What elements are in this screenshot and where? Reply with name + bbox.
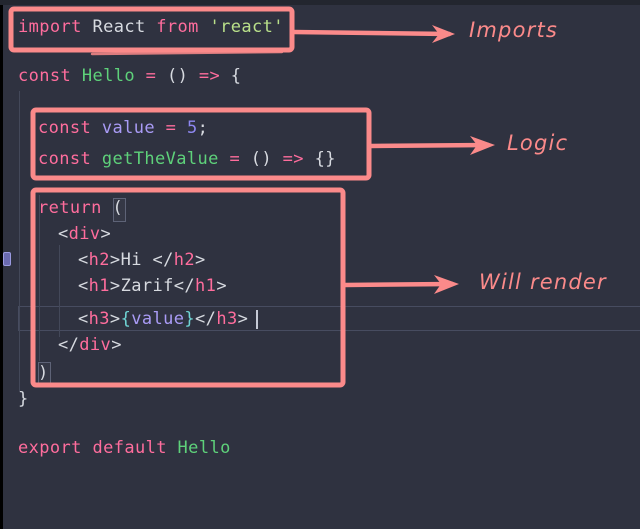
code-token: = [145,66,157,86]
line-div-open[interactable]: <div> [0,221,111,247]
code-token: => [198,66,221,86]
line-const-getthevalue[interactable]: const getTheValue = () => {} [0,146,336,172]
code-token: h1 [195,276,217,296]
code-token: > [109,276,121,296]
code-token: const [38,149,92,169]
code-token [240,149,251,169]
code-token: > [216,276,227,296]
code-token: } [184,309,196,329]
code-token [91,118,102,138]
code-token [304,149,315,169]
code-area[interactable]: import React from 'react' const Hello = (… [0,5,640,529]
line-h1[interactable]: <h1>Zarif</h1> [0,273,227,299]
code-token: } [18,389,29,409]
line-export[interactable]: export default Hello [0,435,231,461]
code-token [156,66,167,86]
line-const-hello[interactable]: const Hello = () => { [0,63,241,89]
annotation-label-imports: Imports [469,18,559,42]
code-token: ) [38,363,49,383]
code-token: default [92,438,167,458]
code-token: { [230,66,242,86]
code-token: => [282,149,304,169]
code-token: { [120,309,132,329]
code-token: ( [112,198,124,218]
code-token: > [237,309,249,329]
code-token: h2 [88,250,110,270]
code-token: 'react' [209,17,284,37]
code-token: () [250,149,273,169]
code-token: < [78,250,89,270]
code-token: getTheValue [101,149,219,169]
code-token: Hello [81,66,136,86]
code-token: < [78,309,89,329]
code-token: h3 [216,309,238,329]
code-token [135,66,146,86]
code-token: h1 [88,276,110,296]
code-token [176,118,187,138]
code-token: </ [195,309,217,329]
code-token [199,17,210,37]
line-close-paren[interactable]: ) [0,360,49,386]
code-token: {} [314,149,336,169]
line-import[interactable]: import React from 'react' [0,14,284,40]
code-token: </ [173,276,196,296]
left-edge-strip [0,0,3,529]
code-token: div [79,335,112,355]
code-token [220,66,231,86]
code-token: h2 [173,250,196,270]
code-token: const [38,118,92,138]
code-token [272,149,283,169]
gutter-marker-icon[interactable] [3,252,11,266]
indent-guide [19,91,20,391]
line-h2[interactable]: <h2>Hi </h2> [0,247,206,273]
active-line-gutter-mark [18,306,19,331]
code-token: React [92,17,146,37]
code-token: return [38,198,102,218]
code-token: </ [58,335,80,355]
code-token: > [109,309,121,329]
code-token: > [111,335,122,355]
annotation-label-logic: Logic [507,131,569,155]
top-strip [0,0,640,5]
line-close-brace[interactable]: } [0,386,29,412]
code-token [146,17,157,37]
code-token: < [58,224,69,244]
code-token: import [18,17,82,37]
code-token [82,17,93,37]
text-caret [256,310,258,329]
code-token: > [109,250,121,270]
code-token: > [195,250,206,270]
code-token [71,66,82,86]
code-token: </ [152,250,174,270]
line-return[interactable]: return ( [0,195,123,221]
code-token: Hi [120,250,153,270]
code-token: 5 [186,118,198,138]
line-const-value[interactable]: const value = 5; [0,115,208,141]
code-token: > [100,224,112,244]
line-h3[interactable]: <h3>{value}</h3> [0,306,248,332]
code-token: from [156,17,199,37]
code-token [219,149,230,169]
code-token: < [78,276,89,296]
code-token: () [166,66,189,86]
code-token: h3 [88,309,110,329]
line-div-close[interactable]: </div> [0,332,122,358]
code-token: value [101,118,156,138]
code-token: export [18,438,82,458]
code-token [188,66,199,86]
code-token: ; [197,118,209,138]
annotation-label-will-render: Will render [479,270,607,294]
code-token [82,438,93,458]
code-token [91,149,102,169]
code-token [102,198,113,218]
code-token: = [165,118,177,138]
code-token: Hello [177,438,231,458]
code-token: value [131,309,185,329]
code-token [155,118,166,138]
code-token: Zarif [120,276,174,296]
code-token [167,438,178,458]
code-token: = [229,149,241,169]
code-token: const [18,66,72,86]
code-token: div [68,224,101,244]
